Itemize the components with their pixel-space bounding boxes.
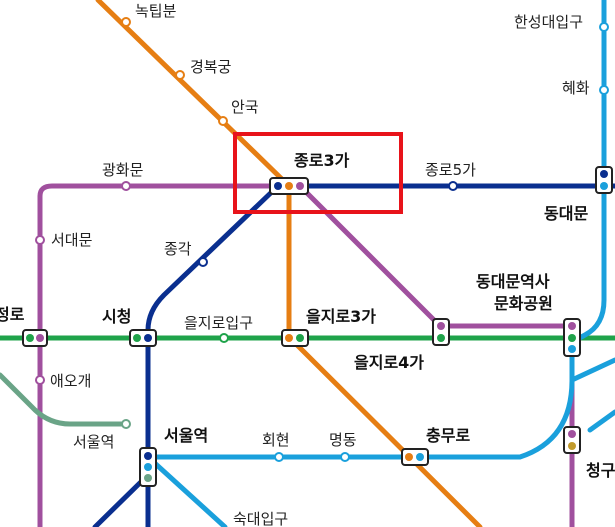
label-hyehwa: 혜화 [562,79,590,97]
station-euljiro1ga[interactable] [219,333,229,343]
label-hansung: 한성대입구 [514,13,583,31]
station-aeogae[interactable] [35,375,45,385]
line-3-route [95,0,483,527]
transfer-euljiro3ga[interactable] [281,329,309,347]
label-cityhall: 시청 [102,307,131,326]
station-seodaemun[interactable] [35,235,45,245]
label-jongno3ga: 종로3가 [294,151,350,170]
transfer-chungjeongno[interactable] [22,329,48,347]
station-markers [35,17,609,462]
transfer-stations [22,166,613,487]
label-seoulstation-small: 서울역 [73,433,114,451]
transfer-cheonggu[interactable] [563,426,581,454]
station-nokbeon[interactable] [121,17,131,27]
label-jonggak: 종각 [164,240,192,258]
station-hoehyeon[interactable] [274,452,284,462]
station-hansung[interactable] [599,22,609,32]
station-hyehwa[interactable] [599,85,609,95]
label-seodaemun: 서대문 [51,231,93,249]
transfer-chungmuro[interactable] [401,448,429,466]
transfer-jongno3ga[interactable] [269,177,309,195]
transfer-cityhall[interactable] [129,329,157,347]
label-cheonggu: 청구 [586,461,615,480]
label-chungjeongno: 정로 [0,305,25,324]
station-gyeongbokgung[interactable] [175,70,185,80]
station-seoulstation-small[interactable] [121,419,131,429]
station-jonggak[interactable] [198,257,208,267]
label-ddp-1: 동대문역사 [476,272,550,291]
transfer-ddp[interactable] [563,318,581,357]
label-nokbeon: 녹팁분 [135,2,177,20]
station-gwanghwamun[interactable] [121,181,131,191]
station-myeongdong[interactable] [340,452,350,462]
line-4-route [145,0,615,527]
station-anguk[interactable] [218,116,228,126]
highlight-box [233,132,403,214]
label-gyeongbokgung: 경복궁 [190,58,232,76]
label-anguk: 안국 [231,98,259,116]
label-euljiro4ga: 을지로4가 [354,353,424,372]
line-5-route [37,183,575,527]
station-jongno5ga[interactable] [448,181,458,191]
label-euljiro3ga: 을지로3가 [306,307,376,326]
label-seoulstation: 서울역 [164,426,208,445]
transfer-seoulstation[interactable] [139,447,157,487]
label-dongdaemun: 동대문 [544,204,588,223]
label-gwanghwamun: 광화문 [102,161,144,179]
label-aeogae: 애오개 [50,372,91,390]
label-euljiro1ga: 을지로입구 [184,314,253,332]
label-chungmuro: 충무로 [426,426,470,445]
label-myeongdong: 명동 [329,431,357,449]
transfer-euljiro4ga[interactable] [432,318,450,346]
transfer-dongdaemun[interactable] [595,166,613,194]
label-sookmyung: 숙대입구 [233,510,288,527]
label-ddp-2: 문화공원 [494,294,553,313]
label-jongno5ga: 종로5가 [425,161,476,179]
label-hoehyeon: 회현 [262,431,290,449]
gyeongui-line-route [0,372,129,427]
